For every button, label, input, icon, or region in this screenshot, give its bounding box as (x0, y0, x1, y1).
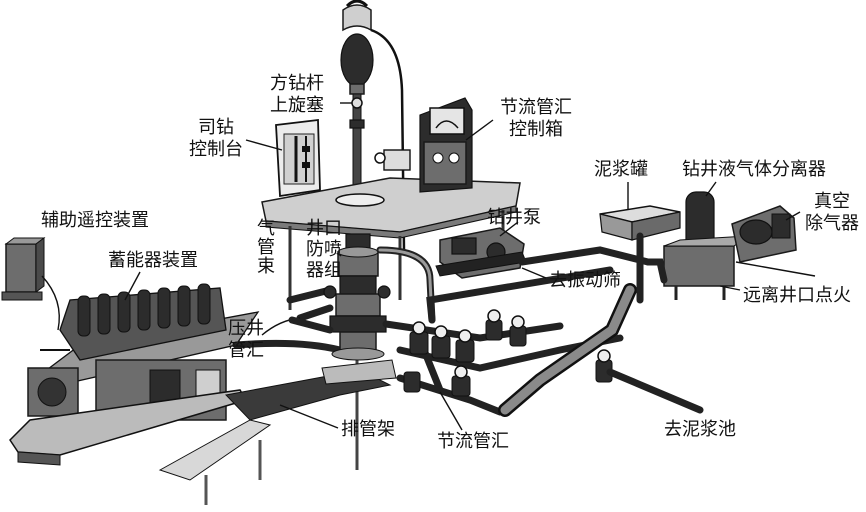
choke-control-box-label: 节流管汇 控制箱 (491, 97, 581, 141)
mud-pump-label: 钻井泵 (487, 207, 541, 228)
gas-separator-icon (663, 191, 750, 300)
to-mud-pit-label: 去泥浆池 (664, 419, 736, 440)
mud-pump-icon (435, 227, 527, 279)
mud-tank-icon (599, 205, 681, 304)
remote-panel-icon (1, 237, 60, 331)
kill-manifold-label-line2: 管汇 (228, 340, 264, 361)
vacuum-degasser-label-line1: 真空 (814, 191, 850, 212)
choke-manifold-icon (396, 283, 704, 417)
choke-control-box-label-line2: 控制箱 (509, 119, 563, 140)
bop-stack-label-line1: 井口 (306, 218, 342, 239)
choke-control-box-label-line1: 节流管汇 (500, 97, 572, 118)
to-shaker-label: 去振动筛 (549, 270, 621, 291)
driller-console-label-line1: 司钻 (198, 117, 234, 138)
separator-label: 钻井液气体分离器 (682, 159, 826, 180)
swivel-icon (340, 0, 406, 251)
kelly-cock-label-line1: 方钻杆 (270, 73, 324, 94)
bop-stack-label-line2: 防喷 (306, 239, 342, 260)
vacuum-degasser-icon (731, 205, 816, 277)
choke-manifold-label: 节流管汇 (437, 431, 509, 452)
gas-line-label: 气管束 (254, 218, 275, 275)
kill-manifold-label-line1: 压井 (228, 318, 264, 339)
bop-stack-label: 井口 防喷 器组 (302, 218, 346, 281)
mud-tank-label: 泥浆罐 (594, 159, 648, 180)
kelly-cock-label-line2: 上旋塞 (270, 95, 324, 116)
bop-stack-icon (321, 233, 397, 385)
vacuum-degasser-label: 真空 除气器 (802, 191, 862, 235)
accumulator-label: 蓄能器装置 (108, 250, 198, 271)
accumulator-unit-icon (9, 283, 260, 466)
bop-stack-label-line3: 器组 (306, 260, 342, 281)
drill-floor-icon (261, 177, 521, 310)
remote-panel-label: 辅助遥控装置 (41, 210, 149, 231)
driller-console-label-line2: 控制台 (189, 139, 243, 160)
driller-console-label: 司钻 控制台 (186, 117, 246, 161)
choke-control-box-icon (374, 97, 473, 193)
kill-manifold-label: 压井 管汇 (224, 318, 268, 362)
vacuum-degasser-label-line2: 除气器 (805, 213, 859, 234)
driller-console-icon (275, 118, 321, 198)
pipe-rack-label: 排管架 (341, 419, 395, 440)
kelly-cock-label: 方钻杆 上旋塞 (255, 73, 339, 117)
remote-ignition-label: 远离井口点火 (743, 285, 851, 306)
